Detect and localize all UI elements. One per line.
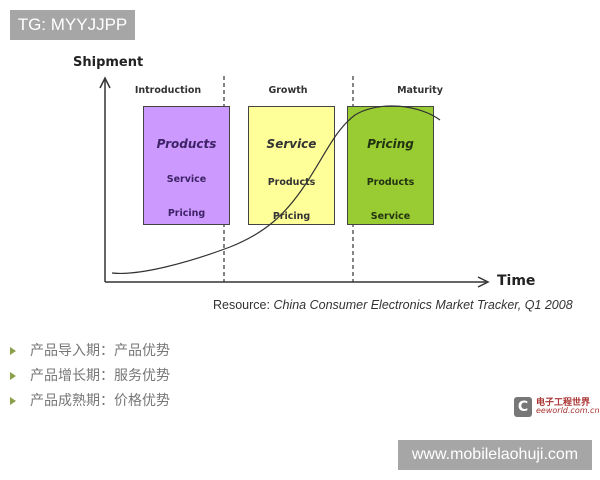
x-axis-arrow — [477, 276, 490, 288]
bullet-text: 产品导入期：产品优势 — [30, 343, 170, 359]
box-main: Products — [156, 137, 217, 151]
box-main: Pricing — [367, 137, 414, 151]
phase-box-growth: Service Products Pricing — [248, 106, 335, 225]
bullet-item: 产品导入期：产品优势 — [10, 340, 170, 360]
phase-box-introduction: Products Service Pricing — [143, 106, 230, 225]
box-item: Products — [267, 177, 316, 188]
logo-mark-icon: C — [514, 397, 532, 417]
y-axis-arrow — [99, 76, 111, 89]
box-item: Products — [366, 177, 415, 188]
box-item: Pricing — [167, 208, 206, 219]
triangle-bullet-icon — [10, 397, 16, 405]
phase-label-introduction: Introduction — [134, 85, 202, 96]
phase-label-growth: Growth — [268, 85, 308, 96]
bullet-text: 产品成熟期：价格优势 — [30, 393, 170, 409]
bullet-text: 产品增长期：服务优势 — [30, 368, 170, 384]
bullet-item: 产品成熟期：价格优势 — [10, 390, 170, 410]
phase-label-maturity: Maturity — [397, 85, 443, 96]
phase-box-maturity: Pricing Products Service — [347, 106, 434, 225]
y-axis-label: Shipment — [73, 55, 144, 70]
watermark-top: TG: MYYJJPP — [10, 10, 135, 40]
triangle-bullet-icon — [10, 372, 16, 380]
box-item: Service — [166, 174, 207, 185]
box-item: Service — [370, 211, 411, 222]
watermark-bottom: www.mobilelaohuji.com — [398, 440, 592, 470]
bullet-item: 产品增长期：服务优势 — [10, 365, 170, 385]
eeworld-logo: C 电子工程世界 eeworld.com.cn — [514, 395, 600, 421]
source-prefix: Resource: — [213, 298, 274, 312]
box-main: Service — [266, 137, 317, 151]
source-title: China Consumer Electronics Market Tracke… — [273, 298, 573, 312]
box-item: Pricing — [272, 211, 311, 222]
triangle-bullet-icon — [10, 347, 16, 355]
x-axis-label: Time — [497, 273, 536, 289]
logo-en: eeworld.com.cn — [536, 406, 600, 415]
logo-cn: 电子工程世界 — [536, 398, 591, 408]
source-citation: Resource: China Consumer Electronics Mar… — [213, 298, 573, 312]
